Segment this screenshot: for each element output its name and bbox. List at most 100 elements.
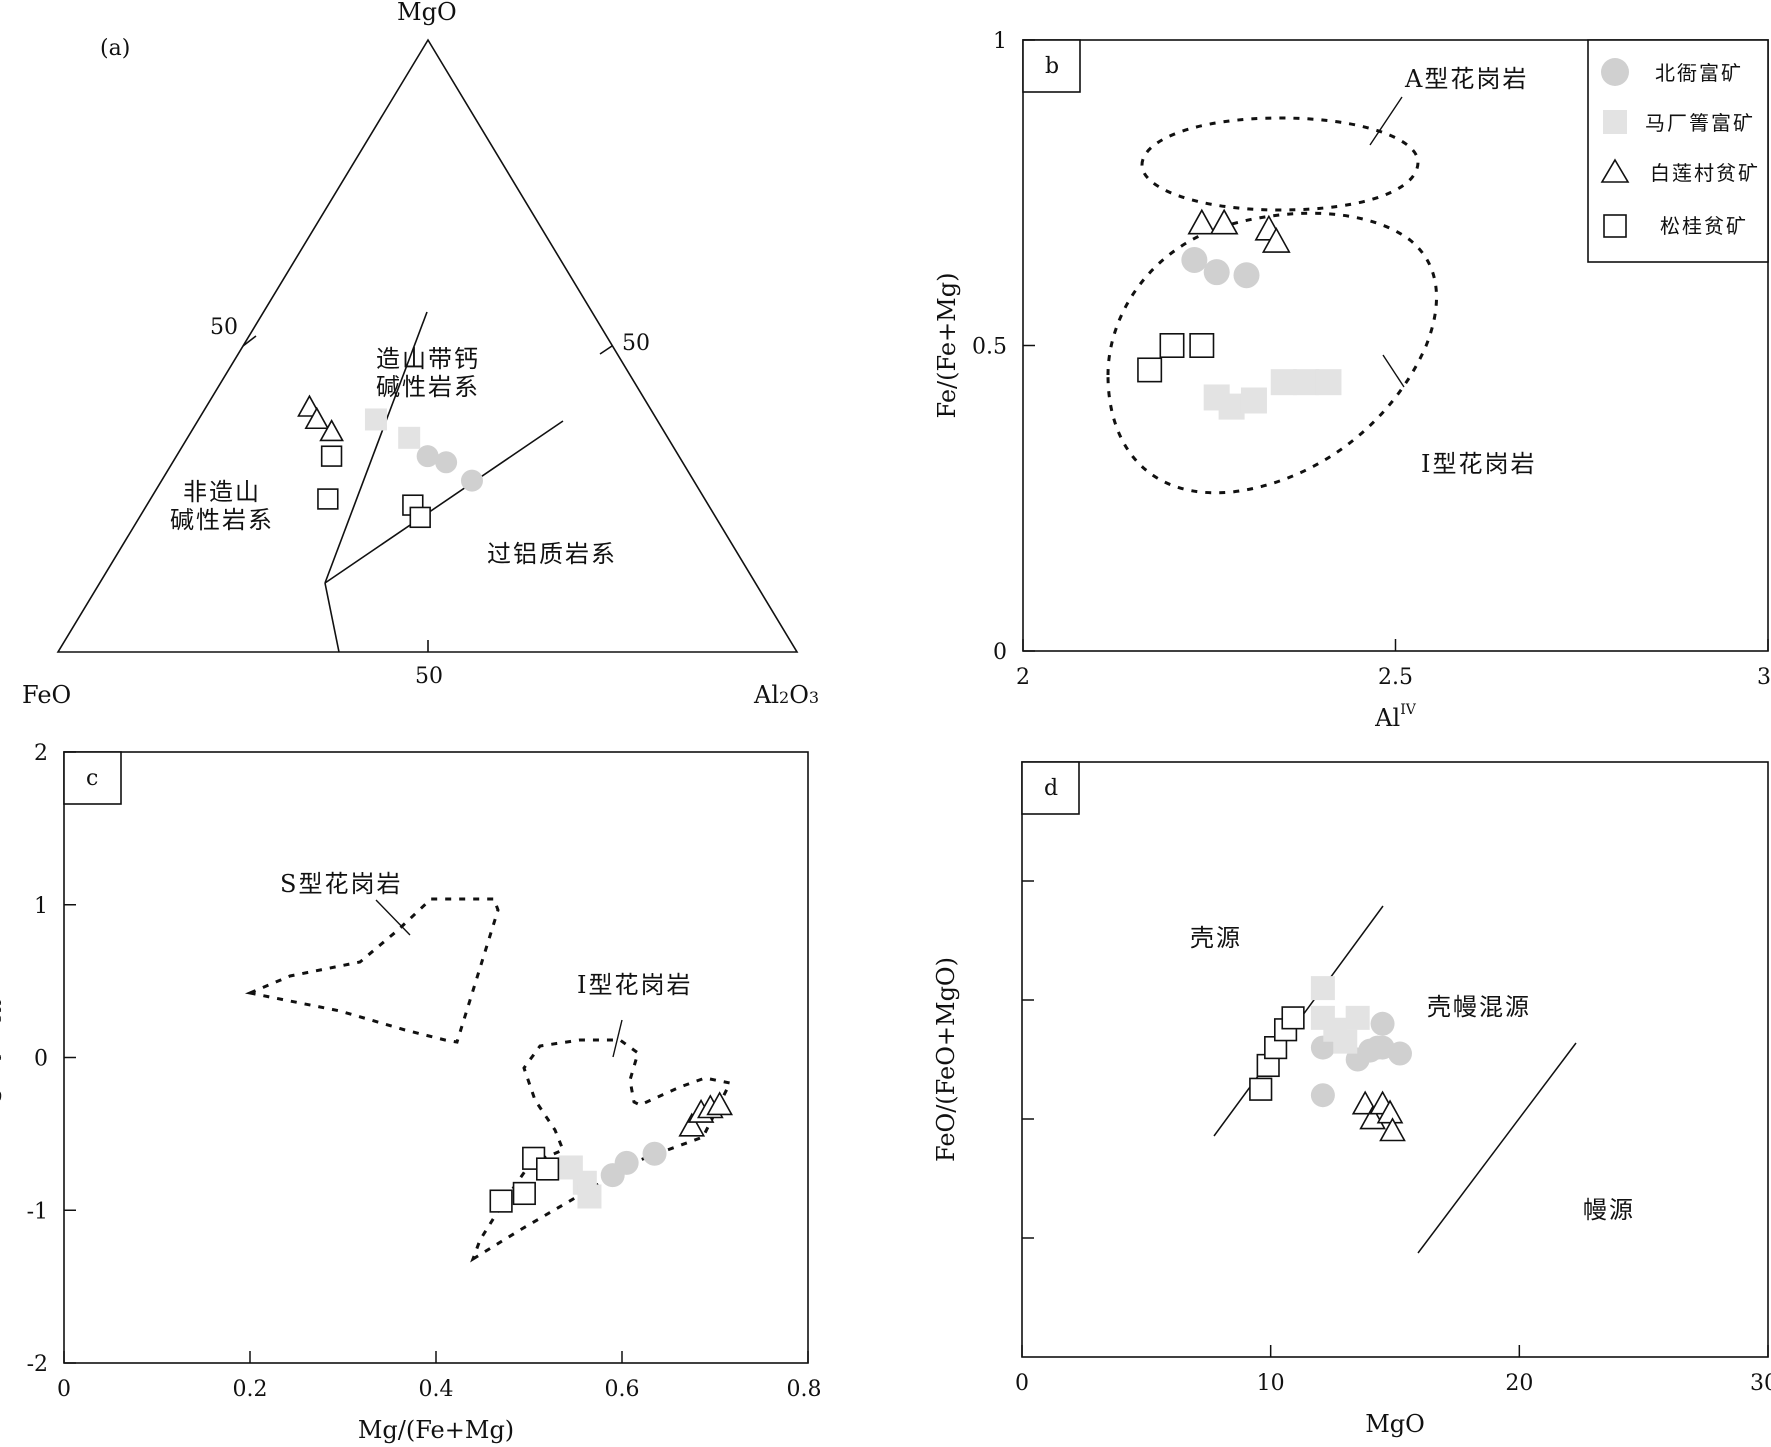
data-point-square bbox=[1315, 369, 1342, 396]
data-point-circle bbox=[1181, 246, 1208, 273]
x-tick-label: 0.8 bbox=[787, 1377, 822, 1402]
data-point-square bbox=[364, 408, 387, 431]
x-tick-label: 2 bbox=[1016, 665, 1030, 690]
data-point-square bbox=[1310, 976, 1335, 1001]
axes-panel-c: 00.20.40.60.8-2-1012Mg/(Fe+Mg)log(XF/XOH… bbox=[0, 741, 822, 1444]
data-point-square bbox=[1293, 369, 1320, 396]
legend-marker bbox=[1603, 110, 1627, 134]
x-tick-label: 3 bbox=[1757, 665, 1771, 690]
panel-c: c 00.20.40.60.8-2-1012Mg/(Fe+Mg)log(XF/X… bbox=[0, 741, 822, 1444]
data-point-triangle bbox=[678, 1112, 706, 1137]
y-tick-label: 0 bbox=[993, 640, 1007, 665]
data-point-square bbox=[1240, 387, 1267, 414]
field-boundary-i-type bbox=[1106, 211, 1439, 495]
marks-panel-b bbox=[1137, 208, 1342, 420]
data-point-triangle bbox=[1379, 1117, 1406, 1142]
data-point-circle bbox=[614, 1150, 639, 1175]
data-point-square bbox=[1270, 369, 1297, 396]
data-point-circle bbox=[1387, 1041, 1412, 1066]
field-boundary-s-type bbox=[244, 897, 500, 1044]
field-label: 壳幔混源 bbox=[1427, 993, 1531, 1021]
y-axis-label: Fe/(Fe+Mg) bbox=[933, 273, 961, 419]
y-tick-label: -2 bbox=[27, 1352, 48, 1377]
x-tick-label: 0.4 bbox=[419, 1377, 454, 1402]
data-point-circle bbox=[435, 451, 458, 474]
data-point-square bbox=[1218, 393, 1245, 420]
data-point-circle bbox=[642, 1141, 667, 1166]
data-point-triangle bbox=[1209, 208, 1239, 235]
field-label: S型花岗岩 bbox=[280, 870, 402, 898]
x-axis-label: MgO bbox=[1365, 1410, 1425, 1438]
y-tick-label: 0.5 bbox=[972, 335, 1007, 360]
panel-d: d 0102030MgOFeO/(FeO+MgO) 壳源 壳幔混源 幔源 bbox=[932, 761, 1771, 1438]
data-point-circle bbox=[1203, 259, 1230, 286]
field-boundary-i-type bbox=[470, 1038, 733, 1263]
x-tick-label: 0 bbox=[1015, 1371, 1029, 1396]
field-label: A型花岗岩 bbox=[1404, 65, 1528, 93]
field-leader-i-type bbox=[612, 1019, 623, 1058]
axes-panel-d: 0102030MgOFeO/(FeO+MgO) bbox=[932, 880, 1771, 1438]
data-point-triangle bbox=[304, 406, 330, 430]
field-label: I型花岗岩 bbox=[1421, 450, 1536, 478]
x-tick-label: 20 bbox=[1505, 1371, 1533, 1396]
x-tick-label: 10 bbox=[1257, 1371, 1285, 1396]
field-label: 壳源 bbox=[1190, 924, 1242, 952]
data-point-circle bbox=[1310, 1083, 1335, 1108]
apex-label-feo: FeO bbox=[22, 681, 71, 709]
plot-frame bbox=[1021, 761, 1769, 1358]
field-boundary-a-type bbox=[1140, 116, 1420, 212]
field-label: 幔源 bbox=[1583, 1196, 1635, 1224]
data-point-triangle bbox=[1261, 226, 1291, 253]
panel-a: MgO FeO Al2O3 (a) 50 50 50 非造山碱性岩系 造山带钙碱… bbox=[22, 0, 819, 709]
data-point-box bbox=[317, 488, 339, 510]
data-point-circle bbox=[1233, 262, 1260, 289]
panel-label-box bbox=[63, 751, 122, 805]
data-point-box bbox=[535, 1157, 560, 1181]
apex-label-al2o3: Al2O3 bbox=[753, 681, 819, 709]
y-tick-label: 1 bbox=[993, 29, 1007, 54]
field-label: 非造山碱性岩系 bbox=[170, 478, 274, 534]
y-tick-label: 1 bbox=[34, 894, 48, 919]
legend-label: 白莲村贫矿 bbox=[1650, 161, 1760, 185]
plot-frame bbox=[63, 751, 809, 1364]
field-boundary bbox=[324, 311, 428, 584]
y-tick-label: -1 bbox=[27, 1199, 48, 1224]
data-point-box bbox=[1249, 1077, 1273, 1101]
data-point-square bbox=[1333, 1029, 1358, 1054]
panel-label-a: (a) bbox=[100, 36, 130, 61]
y-axis-label: FeO/(FeO+MgO) bbox=[932, 957, 960, 1162]
field-boundary bbox=[324, 582, 340, 653]
panel-label-c: c bbox=[86, 766, 98, 791]
panel-label-box bbox=[1022, 39, 1081, 93]
field-leader-s-type bbox=[375, 899, 411, 936]
field-leader-i-type bbox=[1382, 354, 1405, 388]
ternary-tick-label-left: 50 bbox=[210, 315, 238, 340]
field-label: I型花岗岩 bbox=[577, 971, 692, 999]
x-tick-label: 0 bbox=[57, 1377, 71, 1402]
panel-label-b: b bbox=[1045, 54, 1059, 79]
data-point-square bbox=[398, 426, 421, 449]
marks-panel-d bbox=[1249, 976, 1412, 1142]
x-tick-label: 2.5 bbox=[1378, 665, 1413, 690]
marks-panel-c bbox=[489, 1091, 734, 1213]
data-point-triangle bbox=[1187, 208, 1217, 235]
x-axis-label: AlIV bbox=[1374, 702, 1417, 732]
data-point-box bbox=[1137, 357, 1163, 383]
data-point-box bbox=[489, 1189, 513, 1213]
data-point-box bbox=[1159, 332, 1185, 358]
x-axis-label: Mg/(Fe+Mg) bbox=[358, 1416, 514, 1444]
data-point-square bbox=[1345, 1005, 1370, 1030]
legend: 北衙富矿 马厂箐富矿 白莲村贫矿 松桂贫矿 bbox=[1587, 39, 1769, 263]
apex-label-mgo: MgO bbox=[397, 0, 457, 26]
data-point-circle bbox=[416, 445, 439, 468]
y-axis-label: log(XF/XOH) bbox=[0, 990, 5, 1124]
x-tick-label: 0.2 bbox=[233, 1377, 268, 1402]
legend-label: 马厂箐富矿 bbox=[1645, 111, 1755, 135]
y-tick-label: 2 bbox=[34, 741, 48, 766]
ternary-tick-label-right: 50 bbox=[622, 331, 650, 356]
panel-label-box bbox=[1021, 761, 1080, 815]
panel-label-d: d bbox=[1044, 776, 1058, 801]
